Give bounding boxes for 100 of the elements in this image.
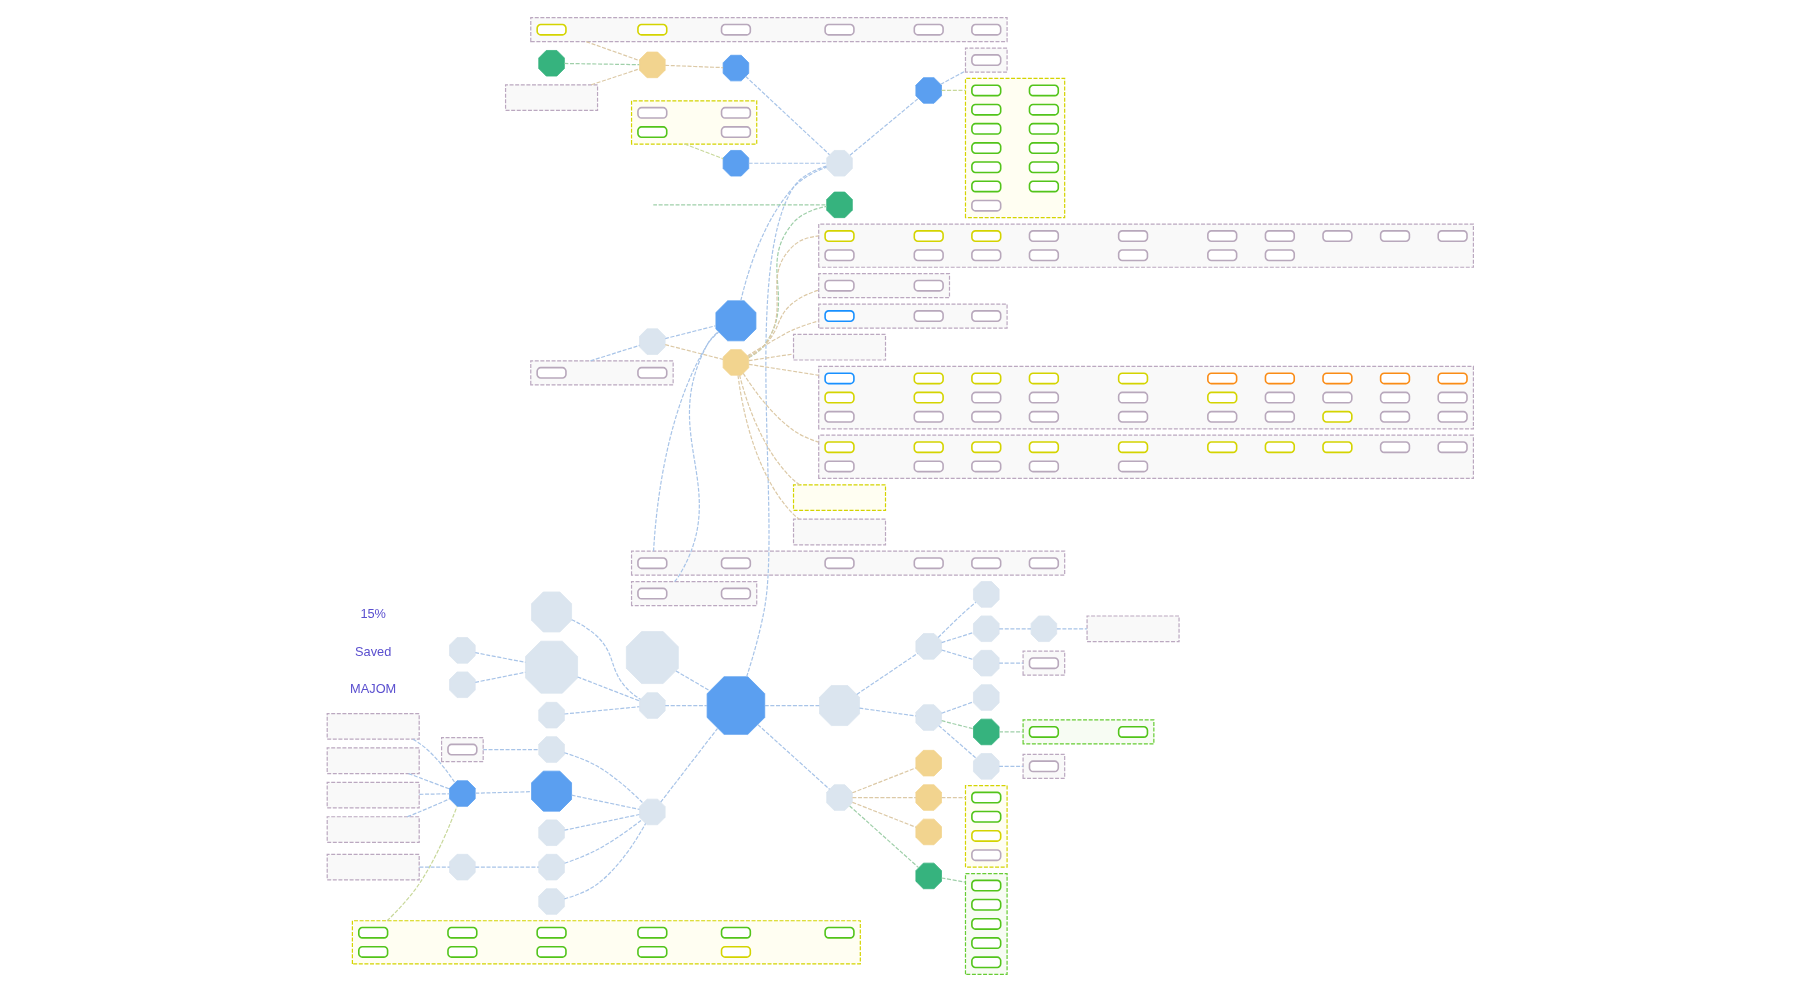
- node-box: [1321, 391, 1353, 404]
- connector: [474, 671, 526, 683]
- connector: [652, 331, 719, 552]
- connector: [664, 704, 708, 707]
- cluster: [964, 872, 1008, 975]
- connector: [474, 791, 532, 794]
- node-box: [1321, 230, 1353, 243]
- node-octagon: [638, 798, 666, 826]
- node-box: [792, 333, 886, 361]
- node-box: [720, 106, 751, 119]
- node-octagon: [915, 749, 942, 777]
- connector: [585, 41, 640, 62]
- node-box: [970, 557, 1001, 570]
- node-box: [970, 791, 1001, 804]
- node-box: [913, 310, 944, 323]
- node-box: [913, 249, 944, 262]
- node-box: [823, 23, 855, 36]
- node-box: [357, 926, 388, 939]
- node-octagon: [1030, 615, 1057, 642]
- node-box: [1028, 410, 1059, 423]
- connector: [940, 632, 974, 644]
- connector: [576, 676, 640, 702]
- node-octagon: [722, 349, 749, 376]
- connector: [851, 767, 916, 794]
- node-octagon: [972, 753, 999, 780]
- node-octagon: [915, 862, 942, 890]
- node-box: [1117, 372, 1148, 385]
- node-box: [326, 781, 420, 809]
- node-box: [1028, 230, 1059, 243]
- connector: [851, 801, 916, 828]
- connector: [683, 143, 724, 160]
- connector: [940, 877, 966, 883]
- cluster: [817, 303, 1008, 329]
- node-box: [1206, 249, 1237, 262]
- node-box: [1117, 410, 1148, 423]
- node-box: [970, 829, 1001, 842]
- node-box: [913, 460, 944, 473]
- node-box: [970, 23, 1001, 36]
- node-box: [636, 126, 668, 139]
- node-box: [1028, 441, 1059, 454]
- node-box: [1206, 441, 1237, 454]
- node-box: [1028, 122, 1059, 135]
- node-box: [913, 557, 944, 570]
- connector: [739, 166, 827, 302]
- connector: [736, 374, 800, 520]
- node-box: [970, 142, 1001, 155]
- node-box: [913, 230, 944, 243]
- node-box: [823, 230, 855, 243]
- label: MAJOM: [349, 681, 396, 697]
- node-box: [1264, 441, 1295, 454]
- node-box: [326, 853, 420, 881]
- connector: [570, 619, 641, 700]
- connector: [738, 374, 800, 486]
- node-box: [970, 956, 1001, 969]
- connector: [418, 866, 450, 868]
- node-box: [326, 747, 420, 775]
- connector: [474, 866, 539, 868]
- connector: [998, 628, 1032, 630]
- connector: [570, 794, 640, 810]
- node-box: [970, 230, 1001, 243]
- node-box: [1206, 391, 1237, 404]
- cluster: [1022, 719, 1154, 745]
- node-box: [720, 557, 751, 570]
- node-octagon: [972, 581, 999, 608]
- connector: [664, 64, 724, 69]
- node-box: [823, 249, 855, 262]
- connector: [745, 165, 827, 678]
- connector: [474, 652, 526, 663]
- cluster: [440, 736, 484, 763]
- cluster: [630, 581, 757, 607]
- connector: [563, 813, 640, 831]
- connector: [664, 325, 716, 340]
- connector: [589, 344, 640, 362]
- node-box: [970, 410, 1001, 423]
- connector: [940, 796, 966, 799]
- node-box: [913, 441, 944, 454]
- node-box: [446, 945, 478, 958]
- node-box: [792, 484, 886, 511]
- node-box: [1379, 372, 1410, 385]
- node-box: [446, 743, 478, 756]
- connector: [998, 731, 1024, 733]
- connector: [940, 649, 974, 661]
- connector: [756, 724, 830, 790]
- node-box: [1379, 391, 1410, 404]
- node-octagon: [537, 50, 565, 77]
- node-box: [326, 816, 420, 843]
- node-box: [504, 84, 598, 112]
- node-box: [1321, 441, 1353, 454]
- connector: [858, 707, 916, 717]
- node-box: [535, 366, 567, 379]
- node-box: [1206, 230, 1237, 243]
- label: Saved: [354, 643, 391, 659]
- node-box: [720, 126, 751, 139]
- node-box: [357, 945, 388, 958]
- node-octagon: [972, 684, 999, 711]
- node-octagon: [530, 591, 572, 633]
- node-box: [1117, 441, 1148, 454]
- node-box: [1028, 760, 1059, 773]
- node-box: [823, 410, 855, 423]
- node-box: [970, 180, 1001, 193]
